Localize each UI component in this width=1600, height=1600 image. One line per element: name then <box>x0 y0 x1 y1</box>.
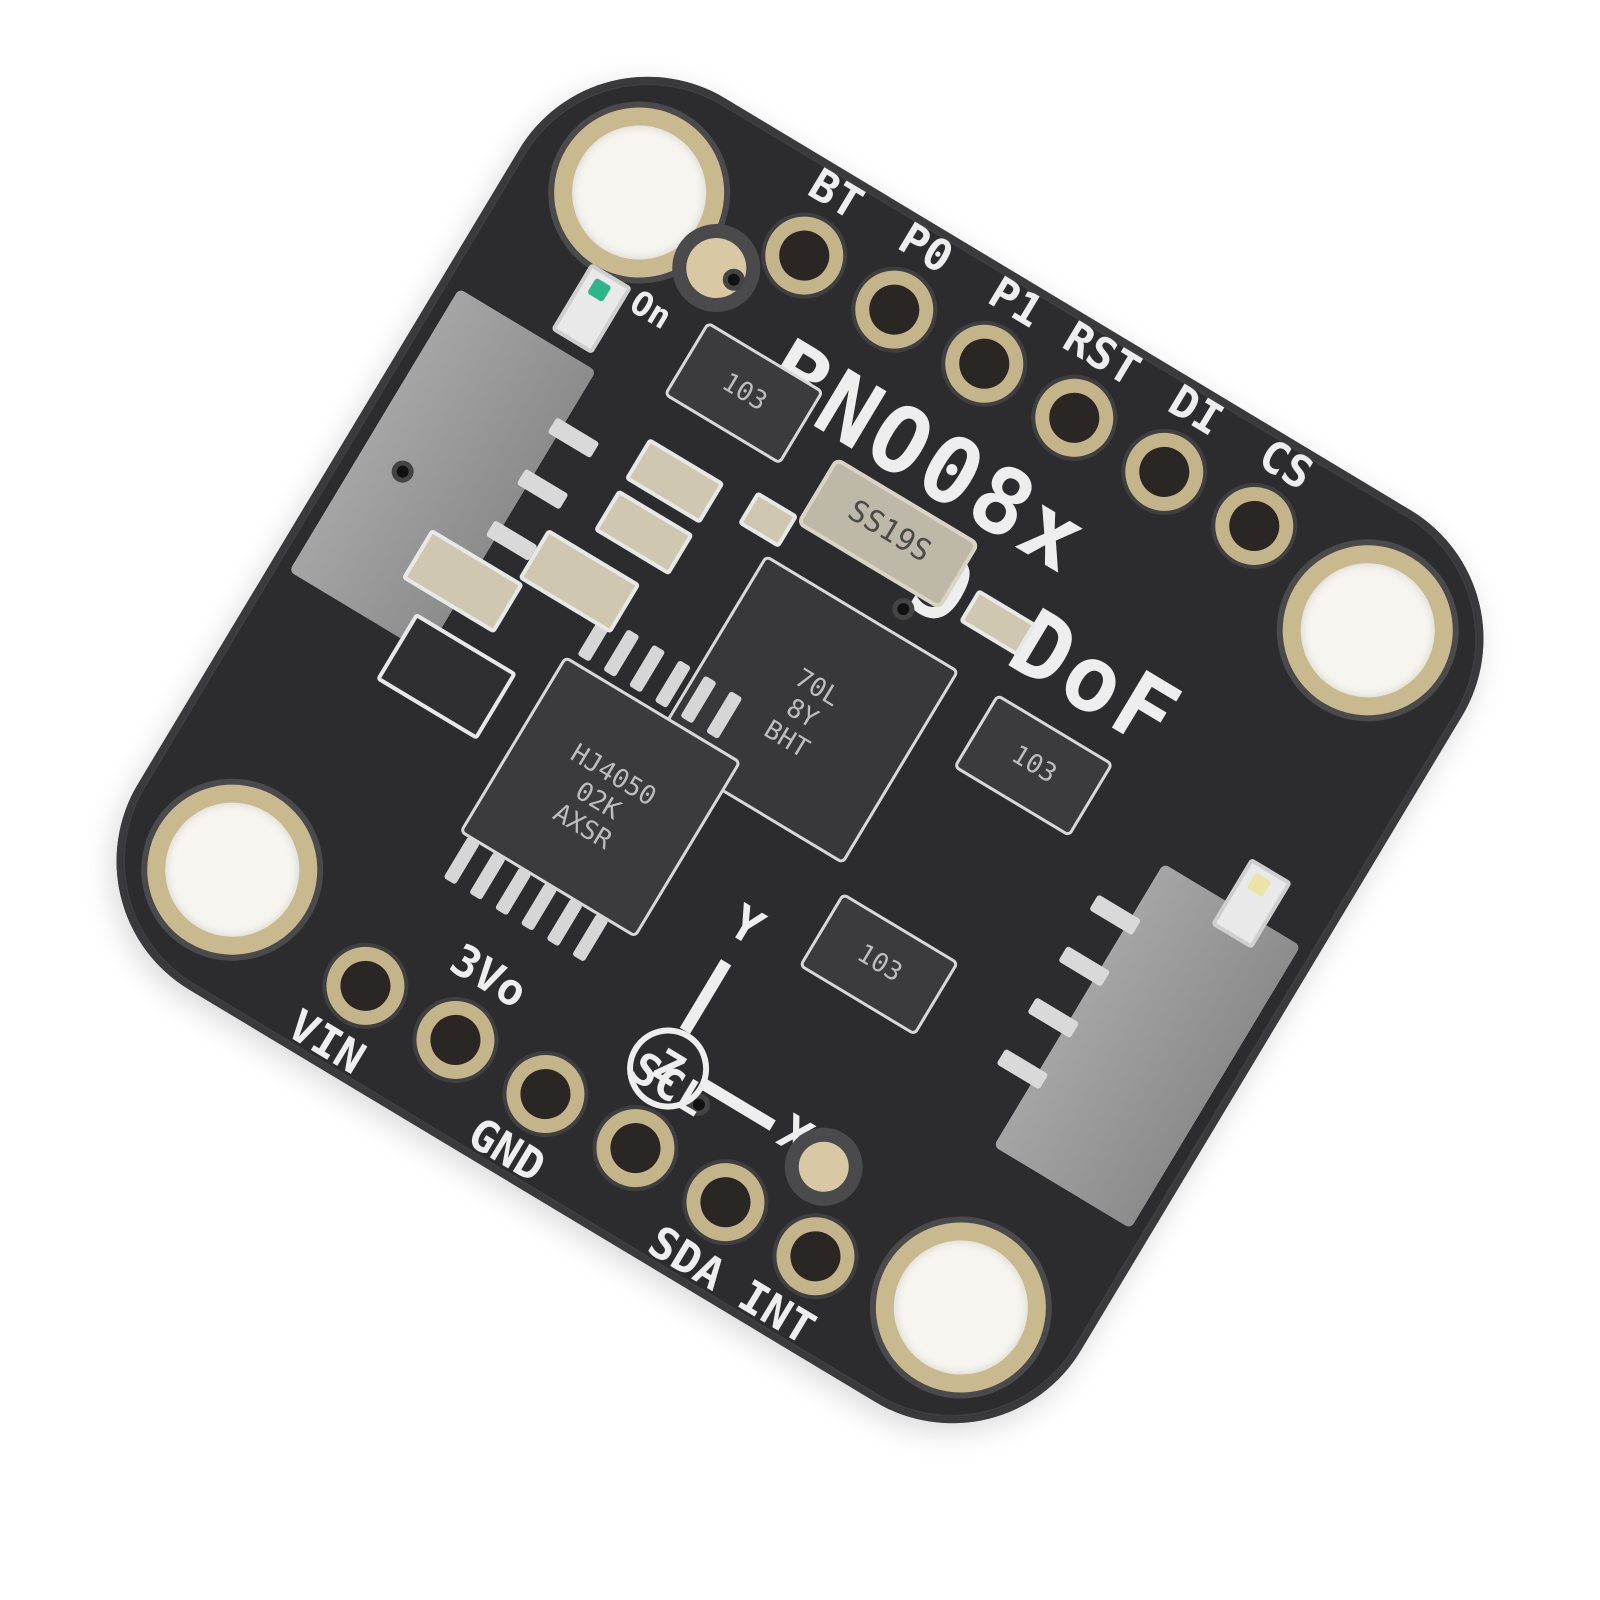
led-yellow <box>1246 872 1272 898</box>
pcb-board: BT P0 P1 RST DI CS BNO08x 9-DoF On 1 <box>60 21 1540 1479</box>
led-green <box>586 277 612 303</box>
